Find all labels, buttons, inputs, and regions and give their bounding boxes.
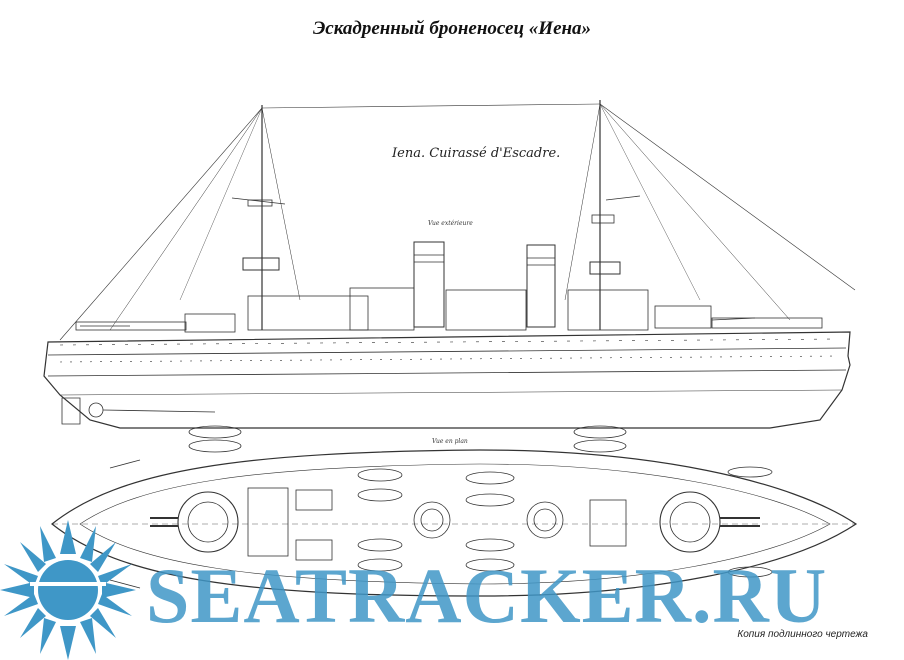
portholes — [59, 338, 841, 363]
aft-stay-left-2 — [109, 107, 263, 331]
aft-main-turret — [177, 491, 239, 553]
fore-stay-right-2 — [599, 103, 791, 321]
fore-main-turret — [659, 491, 721, 553]
aft-funnel-plan — [413, 501, 451, 539]
fore-funnel — [526, 244, 556, 328]
page-title: Эскадренный броненосец «Иена» — [312, 18, 592, 39]
side-view-note: Vue extérieure — [428, 220, 473, 227]
fore-turret-side — [654, 305, 712, 329]
drawing-caption: Iena. Cuirassé d'Escadre. — [392, 146, 561, 161]
main-mast-top — [242, 257, 280, 271]
boats-plan — [188, 425, 773, 578]
propeller — [88, 402, 104, 418]
aft-turret-side — [184, 313, 236, 333]
aft-stay-left — [59, 107, 263, 341]
aft-funnel — [413, 241, 445, 328]
copy-note: Копия подлинного чертежа — [737, 629, 868, 640]
forestay — [261, 103, 601, 109]
fore-mast-top — [589, 261, 621, 275]
sun-burst-icon — [0, 520, 136, 660]
hull-side — [43, 331, 851, 429]
watermark-text: SEATRACKER.RU — [146, 552, 828, 639]
plan-view-note: Vue en plan — [432, 438, 468, 445]
fore-stay-right — [599, 103, 856, 291]
fore-funnel-plan — [526, 501, 564, 539]
